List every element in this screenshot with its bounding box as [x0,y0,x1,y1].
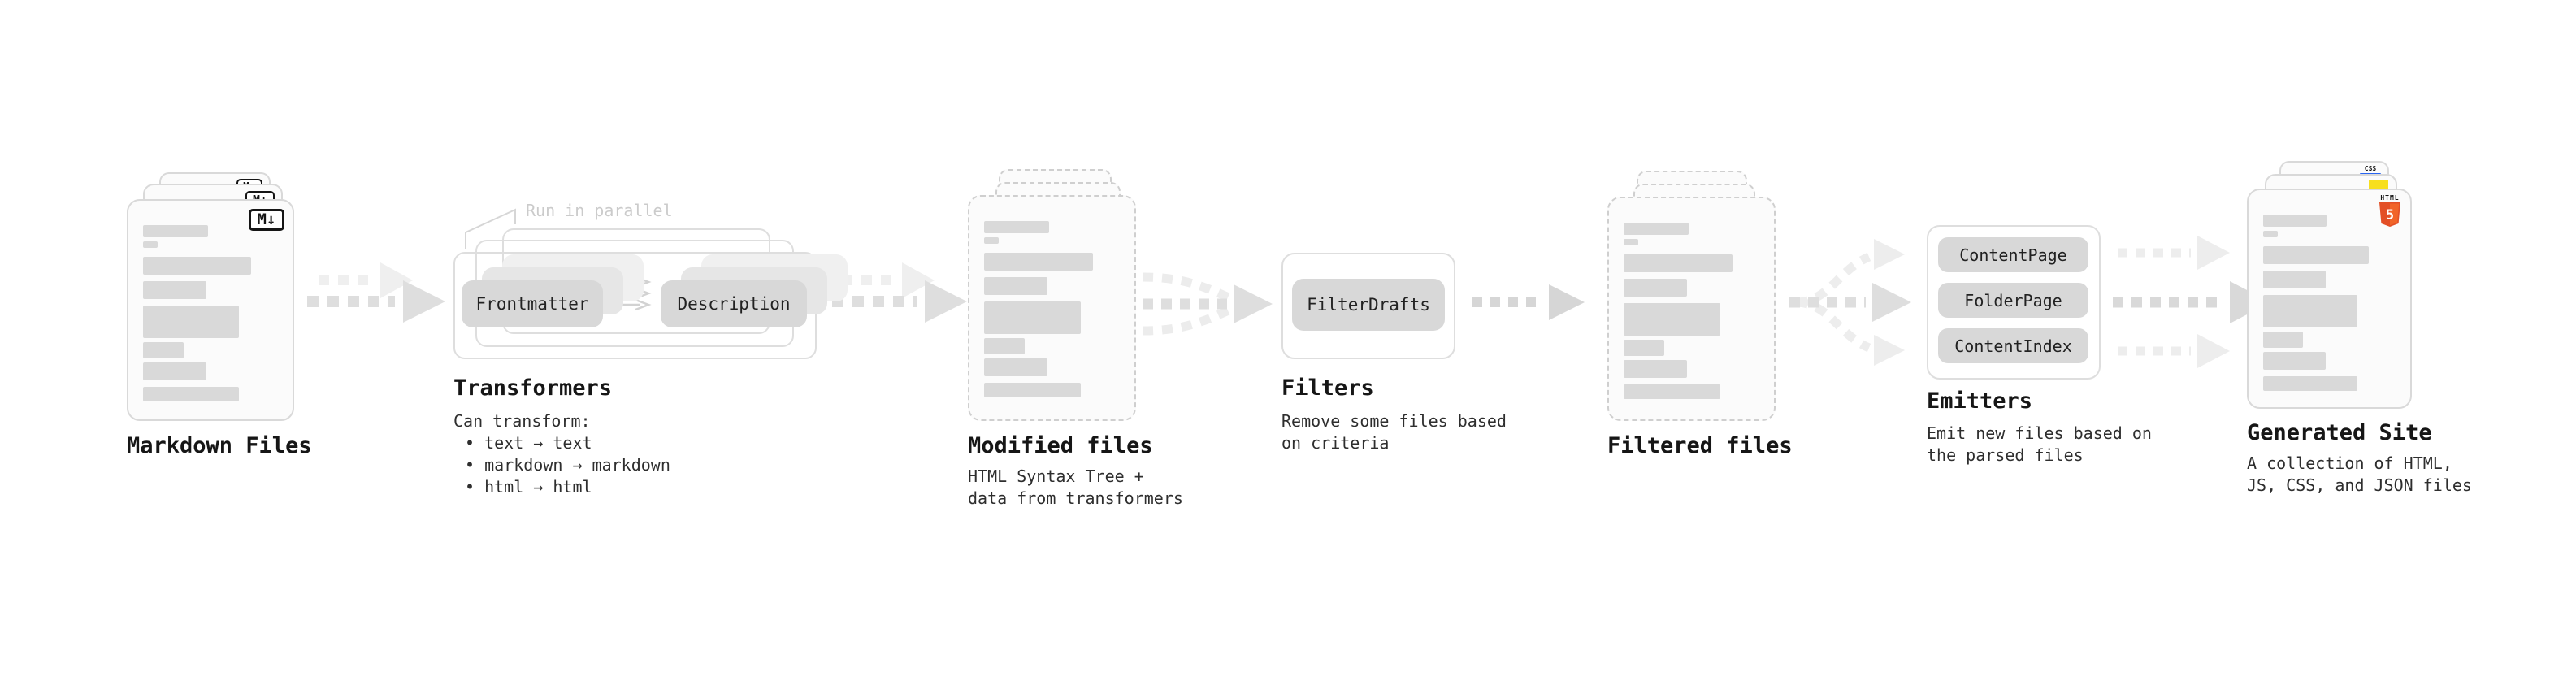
doc-skeleton [1624,223,1759,399]
pill-frontmatter: Frontmatter [462,280,603,327]
skeleton-bar [1624,254,1733,272]
emitters-label: Emitters [1927,388,2033,414]
transformers-caption: Can transform: • text → text • markdown … [453,411,670,497]
pill-contentindex: ContentIndex [1938,328,2088,363]
generated-site-label: Generated Site [2247,420,2432,445]
modified-card-front [968,195,1136,421]
doc-skeleton [143,225,278,401]
filtered-files-label: Filtered files [1607,433,1793,458]
skeleton-bar [1624,303,1720,336]
pill-folderpage: FolderPage [1938,283,2088,318]
arrow-modified-to-filters-merge [1142,272,1273,336]
skeleton-bar [1624,360,1688,378]
skeleton-bar [984,237,1000,244]
site-card-html: HTML 5 [2247,189,2412,409]
arrow-filters-to-filtered [1472,284,1585,320]
markdown-card-front: M↓ [127,199,294,421]
filters-caption: Remove some files based on criteria [1281,411,1507,453]
skeleton-bar [2263,295,2357,327]
emitters-caption: Emit new files based on the parsed files [1927,423,2152,465]
skeleton-bar [1624,384,1720,399]
skeleton-bar [984,301,1081,334]
skeleton-bar [984,221,1050,233]
arrow-markdown-to-transformers [307,262,445,323]
modified-files-label: Modified files [968,433,1153,458]
skeleton-bar [1624,340,1665,356]
skeleton-bar [143,257,251,275]
skeleton-bar [143,281,207,299]
doc-skeleton [984,221,1120,397]
skeleton-bar [143,387,239,401]
skeleton-bar [143,362,207,380]
skeleton-bar [143,241,158,248]
html5-icon: HTML 5 [2375,195,2405,227]
skeleton-bar [143,306,239,338]
doc-skeleton [2263,215,2396,391]
skeleton-bar [2263,231,2278,237]
skeleton-bar [2263,376,2357,391]
modified-files-caption: HTML Syntax Tree + data from transformer… [968,466,1183,508]
skeleton-bar [143,342,184,358]
skeleton-bar [1624,239,1639,245]
arrow-filtered-to-emitters-fanout [1789,239,1911,366]
skeleton-bar [984,383,1081,397]
run-in-parallel-annotation: Run in parallel [526,201,673,220]
skeleton-bar [984,358,1048,376]
filtered-card-front [1607,197,1776,421]
pill-description: Description [661,280,807,327]
skeleton-bar [2263,215,2327,227]
skeleton-bar [1624,279,1688,297]
markdown-icon: M↓ [249,209,284,231]
skeleton-bar [2263,332,2303,348]
skeleton-bar [984,338,1026,354]
arrow-transformers-to-modified [832,262,967,323]
generated-site-caption: A collection of HTML, JS, CSS, and JSON … [2247,453,2472,495]
filters-label: Filters [1281,375,1374,401]
skeleton-bar [2263,246,2370,264]
arrow-emitters-to-site-bottom [2118,334,2230,368]
skeleton-bar [984,277,1048,295]
pill-contentpage: ContentPage [1938,237,2088,272]
svg-text:5: 5 [2386,207,2394,223]
transformers-label: Transformers [453,375,613,401]
markdown-files-label: Markdown Files [127,433,312,458]
skeleton-bar [143,225,208,237]
skeleton-bar [984,253,1093,271]
pill-filterdrafts: FilterDrafts [1292,279,1445,331]
arrow-emitters-to-site-top [2118,236,2230,270]
skeleton-bar [2263,271,2326,288]
skeleton-bar [2263,352,2326,370]
skeleton-bar [1624,223,1689,235]
